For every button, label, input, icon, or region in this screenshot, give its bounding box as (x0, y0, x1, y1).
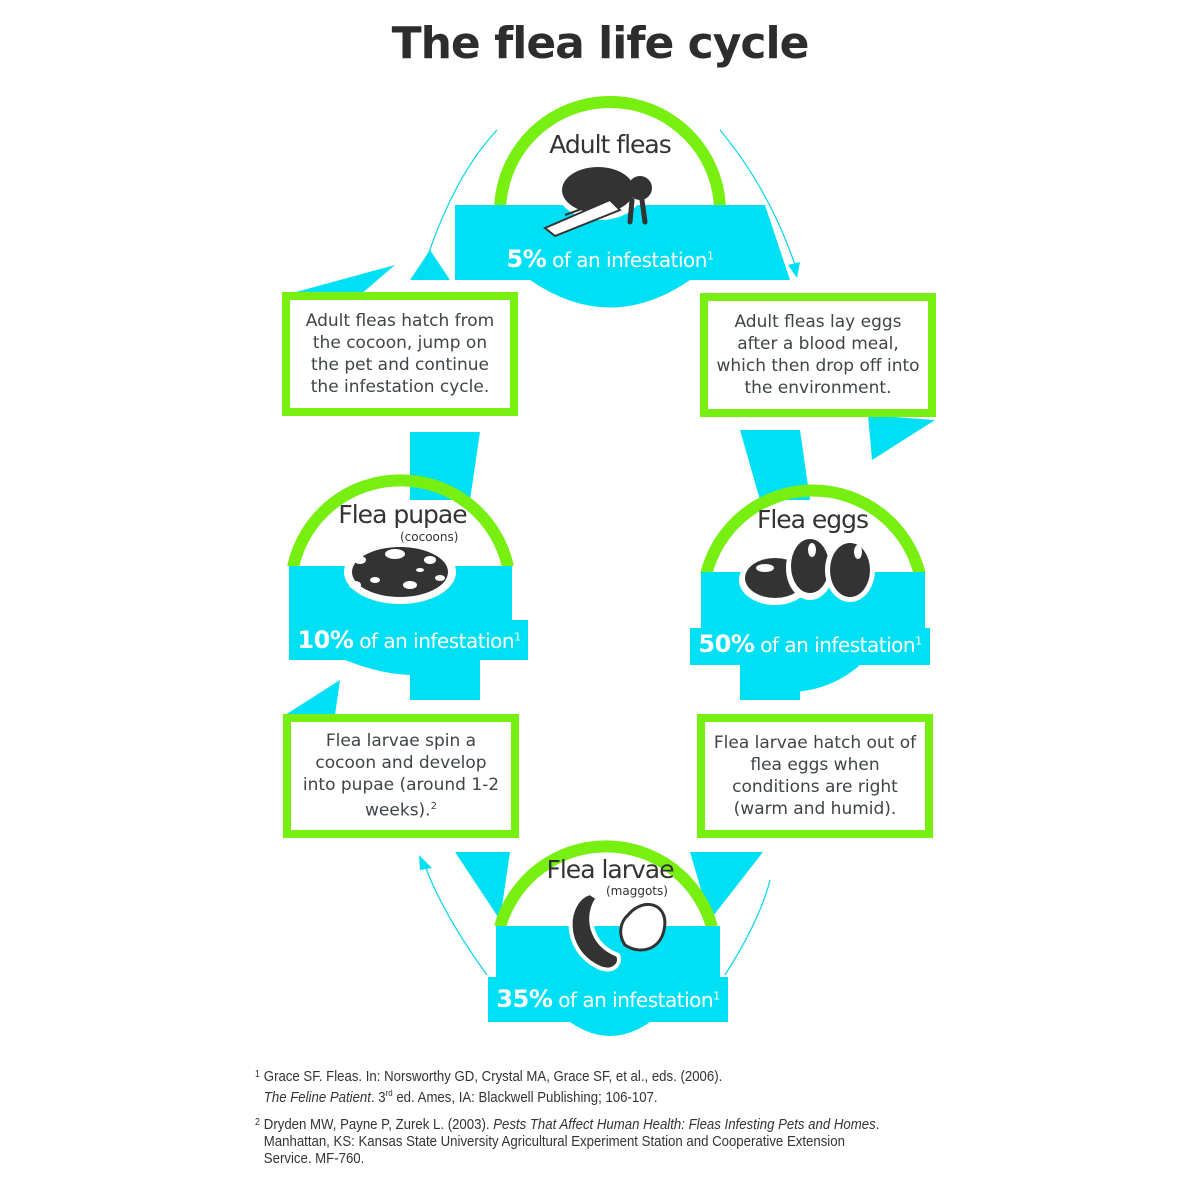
arrow-larvae-to-pupae (422, 859, 488, 976)
arrow-eggs-to-larvae (724, 879, 771, 976)
reference-2-title: Pests That Affect Human Health: Fleas In… (493, 1116, 876, 1133)
stage-larvae-arc (494, 840, 718, 929)
stage-adult-graphic (455, 96, 790, 308)
stage-eggs-footnote: 1 (915, 634, 922, 648)
page-title: The flea life cycle (391, 18, 810, 69)
eggs-icon (739, 536, 875, 605)
stage-eggs-band (690, 572, 930, 693)
stage-adult-footnote: 1 (706, 249, 714, 263)
stage-eggs-percent-value: 50% (698, 630, 755, 658)
larva-icon (568, 890, 667, 972)
references: 1 Grace SF. Fleas. In: Norsworthy GD, Cr… (255, 1068, 889, 1177)
reference-1-sup: rd (385, 1088, 393, 1098)
description-adult-to-eggs: Adult fleas lay eggs after a blood meal,… (700, 293, 936, 417)
description-larvae-to-pupae: Flea larvae spin a cocoon and develop in… (283, 714, 519, 838)
reference-2-number: 2 (255, 1117, 260, 1128)
reference-1-pre: Grace SF. Fleas. In: Norsworthy GD, Crys… (263, 1068, 723, 1085)
connector-band-right-upper (740, 430, 810, 500)
stage-eggs-graphic (690, 484, 930, 693)
stage-larvae-percent-value: 35% (496, 985, 553, 1013)
stage-pupae-band (289, 566, 528, 675)
stage-eggs-percent-label: of an infestation (760, 633, 916, 657)
stage-eggs-arc (700, 484, 926, 577)
description-larvae-to-pupae-footnote: 2 (430, 801, 437, 813)
reference-1: 1 Grace SF. Fleas. In: Norsworthy GD, Cr… (255, 1068, 889, 1106)
stage-pupae-subtitle: (cocoons) (400, 530, 459, 544)
reference-1-post-a: . 3 (370, 1089, 386, 1106)
connector-band-top-left (285, 265, 395, 295)
reference-1-title: The Feline Patient (263, 1089, 371, 1106)
stage-adult-percent-label: of an infestation (552, 248, 707, 272)
arrow-adult-to-eggs (719, 129, 797, 269)
arrowhead-larvae-to-pupae (419, 855, 432, 870)
stage-pupae-percent-value: 10% (297, 626, 354, 654)
reference-2-post-a: . Manhattan, KS: Kansas State University… (263, 1116, 880, 1167)
reference-2: 2 Dryden MW, Payne P, Zurek L. (2003). P… (255, 1116, 889, 1167)
stage-pupae-footnote: 1 (514, 630, 521, 644)
stage-eggs-name: Flea eggs (756, 505, 869, 534)
stage-pupae-percent: 10% of an infestation1 (290, 626, 528, 654)
stage-larvae-percent-label: of an infestation (558, 988, 714, 1012)
description-larvae-to-pupae-text: Flea larvae spin a cocoon and develop in… (302, 731, 500, 821)
stage-larvae-name: Flea larvae (546, 855, 674, 884)
cocoon-icon (344, 540, 456, 604)
stage-pupae-arc (287, 474, 514, 569)
connector-band-left-tip (285, 680, 340, 715)
stage-larvae-subtitle: (maggots) (606, 884, 668, 898)
stage-pupae-name: Flea pupae (338, 500, 467, 529)
stage-adult-arc (494, 96, 726, 213)
stage-eggs-percent: 50% of an infestation1 (690, 630, 930, 658)
stage-larvae-percent: 35% of an infestation1 (488, 985, 728, 1013)
stage-adult-band (455, 205, 790, 308)
flea-icon (543, 164, 652, 238)
arrow-pupae-to-adult (419, 129, 498, 281)
stage-larvae-graphic (488, 840, 728, 1036)
stage-adult-name: Adult fleas (549, 130, 672, 159)
stage-pupae-percent-label: of an infestation (359, 629, 515, 653)
reference-2-pre: Dryden MW, Payne P, Zurek L. (2003). (263, 1116, 494, 1133)
arrowhead-adult-to-eggs (788, 262, 800, 278)
connector-band-bottom-left (455, 852, 510, 920)
stage-larvae-band (488, 926, 728, 1036)
description-eggs-to-larvae: Flea larvae hatch out of flea eggs when … (697, 714, 933, 838)
connector-band-right-tip (868, 415, 935, 460)
stage-adult-percent-value: 5% (506, 245, 547, 273)
stage-pupae-graphic (287, 474, 528, 675)
reference-1-post-b: ed. Ames, IA: Blackwell Publishing; 106-… (392, 1089, 658, 1106)
stage-larvae-footnote: 1 (713, 989, 720, 1003)
description-pupae-to-adult: Adult fleas hatch from the cocoon, jump … (282, 292, 518, 416)
reference-1-number: 1 (255, 1069, 260, 1080)
stage-adult-percent: 5% of an infestation1 (460, 245, 760, 273)
connector-band-top-left-2 (410, 250, 450, 280)
